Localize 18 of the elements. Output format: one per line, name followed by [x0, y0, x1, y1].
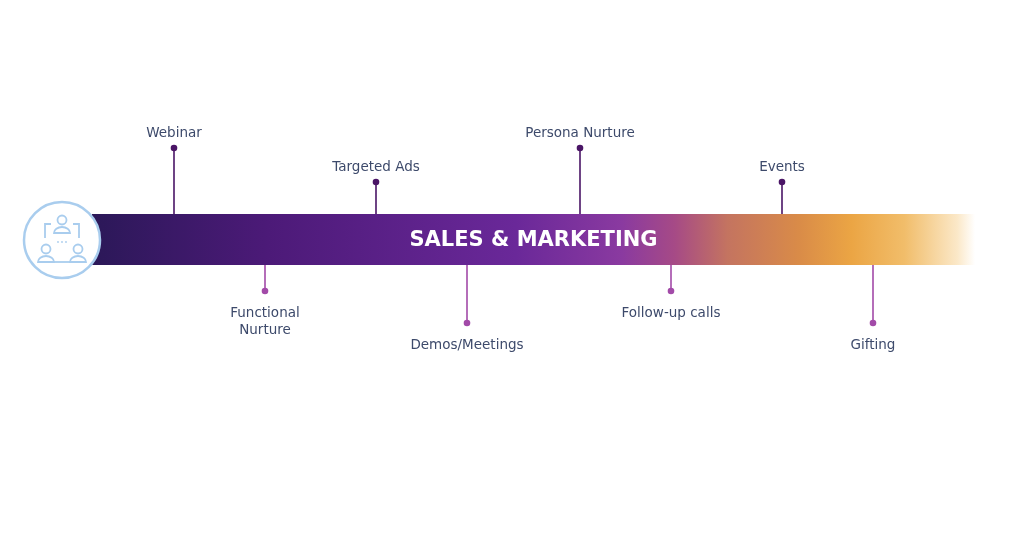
- channel-label: Follow-up calls: [621, 304, 721, 321]
- channel-label: Targeted Ads: [332, 158, 420, 175]
- leader-line: [463, 264, 471, 327]
- leader-line: [170, 144, 178, 215]
- leader-line: [576, 144, 584, 215]
- channel-label: Demos/Meetings: [410, 336, 524, 353]
- channel-label: Events: [759, 158, 805, 175]
- leader-line: [667, 264, 675, 295]
- channel-label: Functional Nurture: [229, 304, 301, 338]
- channel-label: Webinar: [146, 124, 202, 141]
- gradient-bar: [92, 214, 975, 265]
- channel-label: Persona Nurture: [525, 124, 635, 141]
- channel-label: Gifting: [850, 336, 896, 353]
- leader-line: [372, 178, 380, 215]
- leader-line: [778, 178, 786, 215]
- leader-line: [869, 264, 877, 327]
- bar-title: SALES & MARKETING: [409, 231, 658, 248]
- leader-line: [261, 264, 269, 295]
